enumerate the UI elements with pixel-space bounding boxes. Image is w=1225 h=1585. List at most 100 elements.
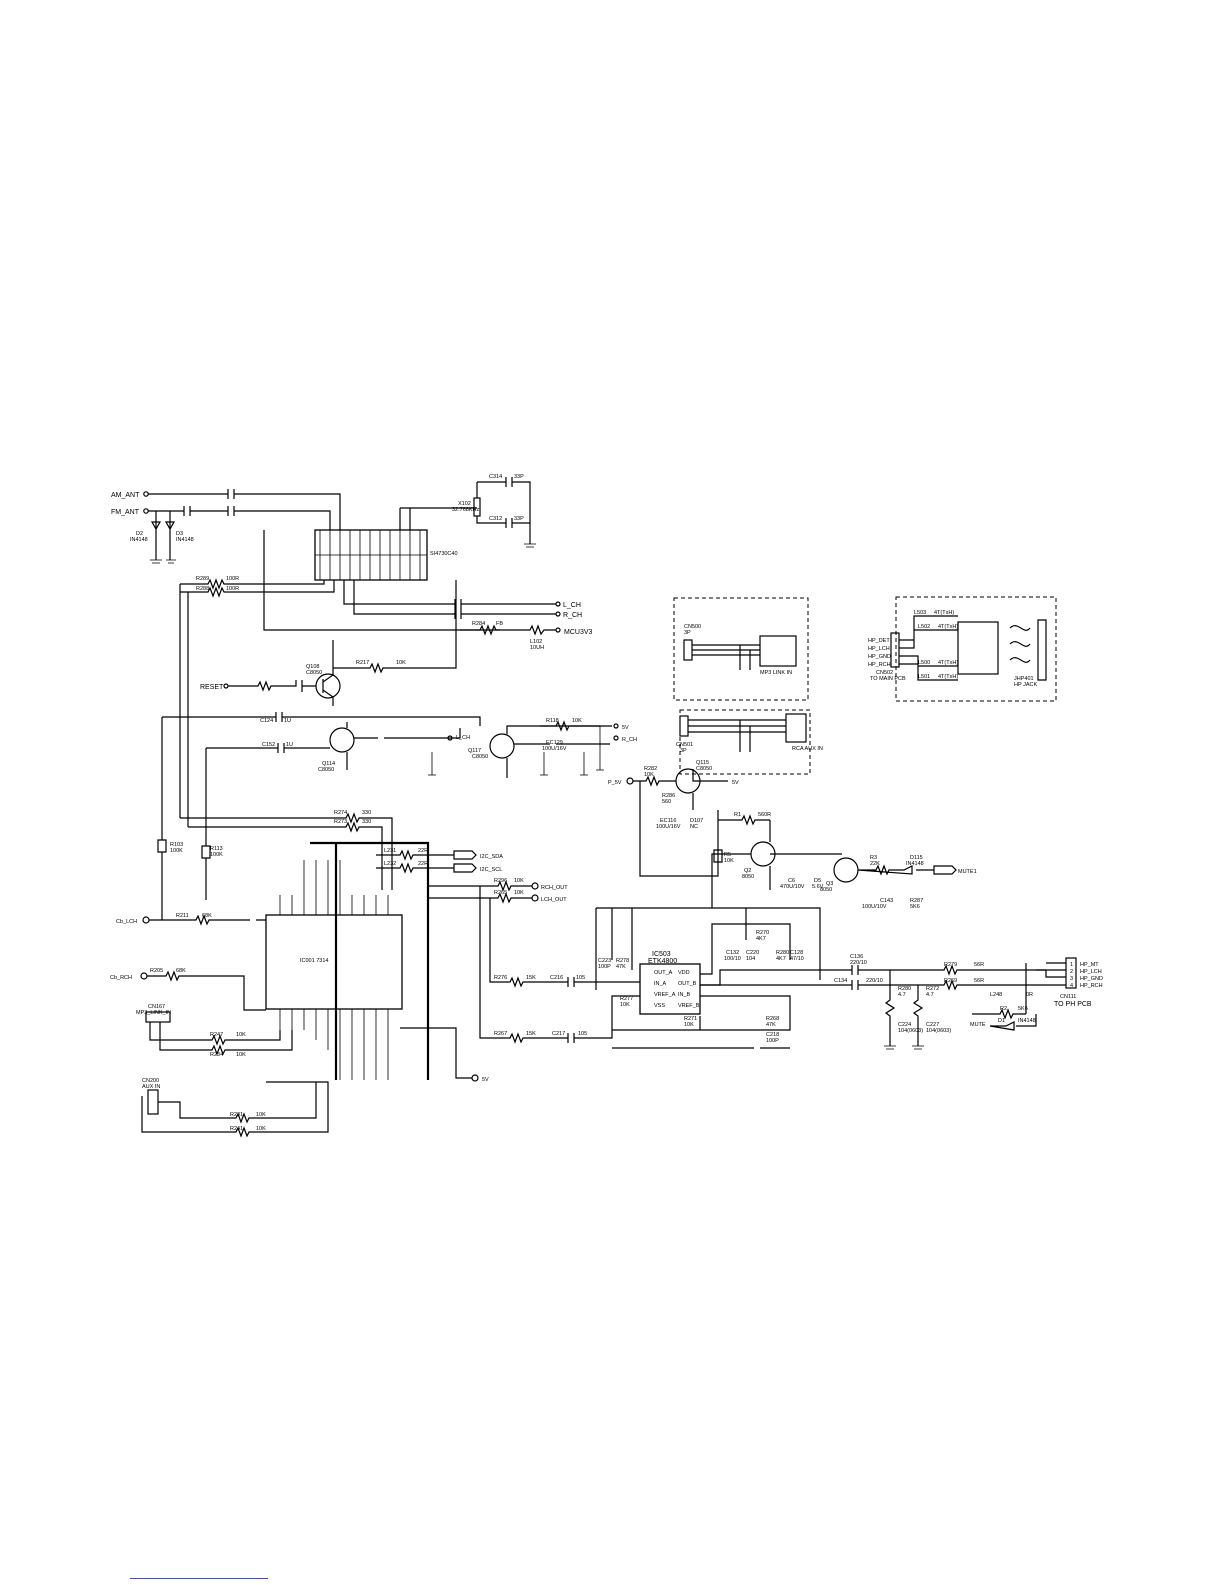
r247-value: 10K [236, 1032, 246, 1038]
cn502-hp-det: HP_DET [868, 638, 890, 644]
ic503-pin-vref-b: VREF_B [678, 1003, 700, 1009]
c6-value: 470U/10V [780, 884, 805, 890]
d107-value: NC [690, 824, 698, 830]
mcu3v3-port: MCU3V3 [564, 629, 593, 636]
r241-value: 10K [256, 1126, 266, 1132]
c314-label: C314 [489, 474, 502, 480]
cn501-name: CN501 [676, 742, 693, 748]
c220-label: C220 [746, 950, 759, 956]
q3-value: 8050 [820, 887, 832, 893]
r3-label: R3 [870, 855, 877, 861]
i2c-scl-port: I2C_SCL [480, 867, 502, 873]
cn502-name: CN502 [876, 670, 893, 676]
ic503-pin-vdd: VDD [678, 970, 690, 976]
d3-label: D3 [176, 531, 183, 537]
l500-value: 4T(TxH) [938, 660, 958, 666]
q3-label: Q3 [826, 881, 833, 887]
d1-label: D1 [998, 1018, 1005, 1024]
r278-value: 47K [616, 964, 626, 970]
r287-label: R287 [910, 898, 923, 904]
l102-value: 10UH [530, 645, 544, 651]
r277-value: 10K [620, 1002, 630, 1008]
cn111-hp-rch: HP_RCH [1080, 983, 1103, 989]
r217-label: R217 [356, 660, 369, 666]
u1-name: SI4730C40 [430, 551, 458, 557]
q115-label: Q115 [696, 760, 709, 766]
r113-value: 100K [210, 852, 223, 858]
r231-value: 10K [256, 1112, 266, 1118]
r103-label: R103 [170, 842, 183, 848]
ec129-label: EC129 [546, 740, 563, 746]
c132-label: C132 [726, 950, 739, 956]
c224-label: C224 [898, 1022, 911, 1028]
r113-label: R113 [210, 846, 223, 852]
jhp401-name: JHP401 [1014, 676, 1034, 682]
c134-value: 220/10 [866, 978, 883, 984]
ic001-name: IC001 7314 [300, 958, 328, 964]
r-ch-port: R_CH [563, 612, 582, 619]
reset-port: RESET [200, 684, 224, 691]
c143-value: 100U/10V [862, 904, 887, 910]
cn501-value: 3P [680, 748, 687, 754]
r103-value: 100K [170, 848, 183, 854]
q108-label: Q108 [306, 664, 319, 670]
cn167-label: MP3_LINK_IN [136, 1010, 171, 1016]
r276-value: 15K [526, 975, 536, 981]
c124-label: C124 [260, 718, 273, 724]
l231-value: 22R [418, 848, 428, 854]
d107-label: D107 [690, 818, 703, 824]
r296-label: R296 [494, 878, 507, 884]
c227-label: C227 [926, 1022, 939, 1028]
r265-value: 10K [514, 890, 524, 896]
l503-value: 4T(TxH) [934, 610, 954, 616]
ic503-pin-out-b: OUT_B [678, 981, 697, 987]
cn111-pin-1: 1 [1070, 962, 1073, 968]
r282-label: R282 [644, 766, 657, 772]
q114-label: Q114 [322, 761, 335, 767]
r280-value: 4.7 [898, 992, 906, 998]
c227-value: 104(0603) [926, 1028, 951, 1034]
am-ant-port: AM_ANT [111, 492, 140, 499]
c152-label: C152 [262, 742, 275, 748]
rca-aux-board: CN501 3P RCA AUX IN [676, 709, 823, 775]
r279-value: 56R [974, 962, 984, 968]
cd-lch-port: Cb_LCH [116, 919, 137, 925]
p-5v-port: P_5V [608, 780, 622, 786]
ic503-part: ETK4800 [648, 958, 677, 965]
c136-label: C136 [850, 954, 863, 960]
d5-label: D5 [814, 878, 821, 884]
r269-label: R269 [944, 978, 957, 984]
r280b-label: R280 [776, 950, 789, 956]
r211-value: 68K [202, 913, 212, 919]
q2-value: 8050 [742, 874, 754, 880]
r211-label: R211 [176, 913, 189, 919]
ec116-value: 100U/16V [656, 824, 681, 830]
l232-value: 22R [418, 861, 428, 867]
ic503-chip [639, 963, 701, 1015]
i2c-sda-port: I2C_SDA [480, 854, 503, 860]
r269-value: 56R [974, 978, 984, 984]
r217-value: 10K [396, 660, 406, 666]
q114-symbol [329, 727, 355, 753]
r286-label: R286 [662, 793, 675, 799]
5v-port: 5V [622, 725, 629, 731]
r2-label: R2 [1000, 1006, 1007, 1012]
hp-jack-board: HP_DET HP_LCH HP_GND HP_RCH CN502 TO MAI… [868, 596, 1057, 702]
r274-value: 330 [362, 810, 371, 816]
cn200-connector [147, 1089, 159, 1115]
r270-value: 4K7 [756, 936, 766, 942]
q117-symbol [489, 733, 515, 759]
c217-value: 105 [578, 1031, 587, 1037]
audio-processor-section: R103 100K R113 100K IC001 7314 Cb_LCH R2… [110, 717, 568, 1138]
r268-label: R268 [766, 1016, 779, 1022]
r274-label: R274 [334, 810, 347, 816]
r234-value: 10K [236, 1052, 246, 1058]
c218-value: 100P [766, 1038, 779, 1044]
c312-value: 33P [514, 516, 524, 522]
d2-label: D2 [136, 531, 143, 537]
cn502-hp-lch: HP_LCH [868, 646, 890, 652]
c152-value: 1U [286, 742, 293, 748]
c124-value: 1U [284, 718, 291, 724]
l231-label: L231 [384, 848, 396, 854]
c223-value: 100P [598, 964, 611, 970]
